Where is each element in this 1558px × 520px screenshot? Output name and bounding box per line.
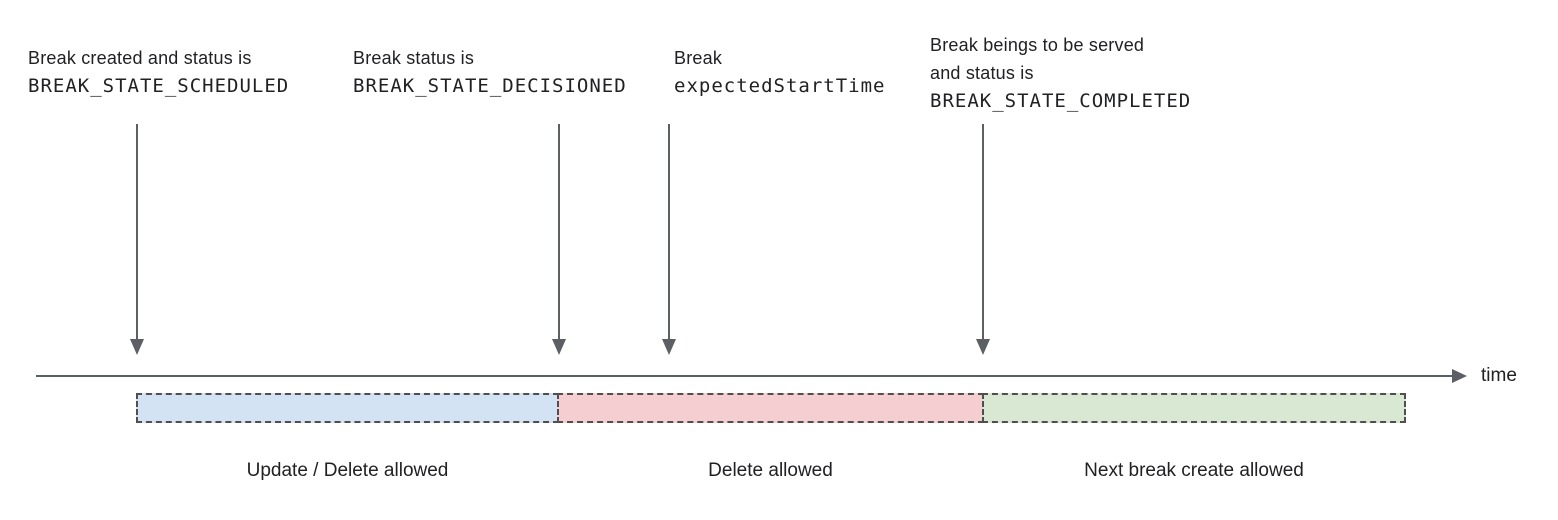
annotation-break-created: Break created and status is BREAK_STATE_… xyxy=(28,44,289,100)
annotation-code-text: BREAK_STATE_DECISIONED xyxy=(353,75,627,97)
time-axis-label: time xyxy=(1481,365,1517,386)
annotation-text: Break status is xyxy=(353,48,475,68)
down-arrowhead-icon xyxy=(130,339,144,355)
annotation-text: Break xyxy=(674,48,723,68)
segment-update-delete-allowed xyxy=(136,393,559,423)
annotation-text: Break created and status is xyxy=(28,48,252,68)
down-arrowhead-icon xyxy=(552,339,566,355)
segment-label-next-break: Next break create allowed xyxy=(1084,460,1304,481)
event-arrow-decisioned xyxy=(552,124,566,355)
right-arrowhead-icon xyxy=(1452,369,1467,383)
annotation-text: and status is xyxy=(930,63,1034,83)
annotation-code-text: expectedStartTime xyxy=(674,75,886,97)
annotation-code-text: BREAK_STATE_COMPLETED xyxy=(930,90,1192,112)
down-arrowhead-icon xyxy=(662,339,676,355)
event-arrow-expected-start xyxy=(662,124,676,355)
annotation-expected-start-time: Break expectedStartTime xyxy=(674,44,885,100)
arrow-shaft xyxy=(558,124,560,339)
time-axis xyxy=(36,375,1452,377)
segment-delete-allowed xyxy=(557,393,984,423)
down-arrowhead-icon xyxy=(976,339,990,355)
segment-next-break-create-allowed xyxy=(982,393,1406,423)
segment-label-delete: Delete allowed xyxy=(708,460,833,481)
arrow-shaft xyxy=(136,124,138,339)
arrow-shaft xyxy=(982,124,984,339)
event-arrow-created xyxy=(130,124,144,355)
annotation-text: Break beings to be served xyxy=(930,35,1145,55)
arrow-shaft xyxy=(668,124,670,339)
annotation-break-decisioned: Break status is BREAK_STATE_DECISIONED xyxy=(353,44,627,100)
annotation-code-text: BREAK_STATE_SCHEDULED xyxy=(28,75,290,97)
segment-label-update-delete: Update / Delete allowed xyxy=(246,460,449,481)
event-arrow-completed xyxy=(976,124,990,355)
annotation-break-completed: Break beings to be served and status is … xyxy=(930,31,1191,115)
